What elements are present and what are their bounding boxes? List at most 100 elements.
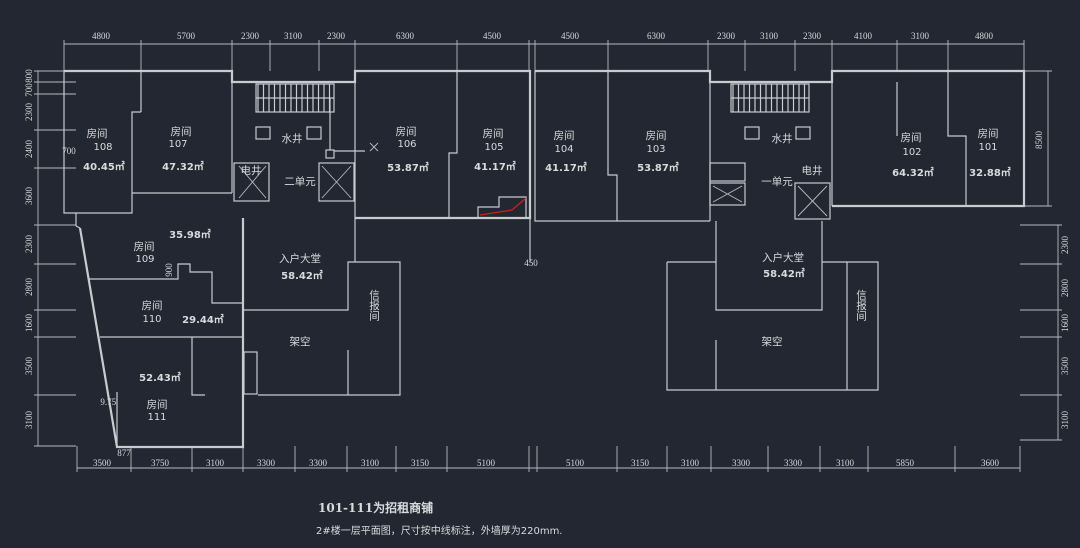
room-number: 109 — [135, 254, 154, 265]
room-109: 房间 109 35.98㎡ — [134, 228, 211, 265]
dim-label: 6300 — [647, 31, 666, 41]
room-area: 29.44㎡ — [182, 313, 224, 326]
dim-label: 2300 — [241, 31, 260, 41]
overhead-label: 架空 — [762, 335, 783, 348]
mailroom-label: 信报间 — [855, 289, 867, 321]
dim-label: 2300 — [24, 235, 34, 254]
dim-label: 3750 — [151, 458, 170, 468]
right-dimensions: 8500 2300 2800 1600 3500 3100 — [1034, 131, 1070, 430]
dim-label: 2300 — [803, 31, 822, 41]
room-label: 房间 — [87, 127, 108, 140]
room-label: 房间 — [901, 131, 922, 144]
dim-label: 5850 — [896, 458, 915, 468]
mailroom-label: 信报间 — [368, 289, 380, 321]
dim-label: 3100 — [760, 31, 779, 41]
room-110: 房间 110 29.44㎡ — [142, 299, 224, 326]
dim-877: 877 — [117, 448, 131, 458]
room-number: 110 — [142, 314, 161, 325]
room-number: 104 — [554, 144, 573, 155]
core-right: 水井 电井 一单元 入户大堂 58.42㎡ 架空 信报间 — [761, 132, 867, 348]
bottom-dimensions: 3500 3750 3100 3300 3300 3100 3150 5100 … — [93, 458, 1000, 468]
dim-label: 4100 — [854, 31, 873, 41]
room-area: 47.32㎡ — [162, 160, 204, 173]
dim-label: 5100 — [477, 458, 496, 468]
stair-right — [730, 83, 811, 140]
dim-label: 6300 — [396, 31, 415, 41]
room-area: 35.98㎡ — [169, 228, 211, 241]
room-number: 108 — [93, 142, 112, 153]
room-area: 41.17㎡ — [474, 160, 516, 173]
room-number: 103 — [646, 144, 665, 155]
plan-title: 101-111为招租商铺 — [318, 500, 433, 515]
dim-label: 3100 — [284, 31, 303, 41]
room-111: 房间 111 52.43㎡ — [139, 371, 181, 423]
room-number: 111 — [147, 412, 166, 423]
room-number: 106 — [397, 139, 416, 150]
dim-label: 4800 — [975, 31, 994, 41]
room-label: 房间 — [554, 129, 575, 142]
room-area: 32.88㎡ — [969, 166, 1011, 179]
dim-label: 3600 — [24, 187, 34, 206]
room-area: 41.17㎡ — [545, 161, 587, 174]
lobby-area: 58.42㎡ — [281, 269, 323, 282]
dim-label: 2400 — [24, 140, 34, 159]
room-label: 房间 — [147, 398, 168, 411]
room-number: 102 — [902, 147, 921, 158]
water-shaft-label: 水井 — [772, 132, 793, 145]
walls — [63, 69, 1026, 449]
dim-label: 2300 — [717, 31, 736, 41]
overhead-label: 架空 — [290, 335, 311, 348]
lobby-area: 58.42㎡ — [763, 267, 805, 280]
room-number: 105 — [484, 142, 503, 153]
dim-label: 3600 — [981, 458, 1000, 468]
room-101: 房间 101 32.88㎡ — [969, 127, 1011, 179]
elevator-left-1 — [233, 162, 270, 202]
room-number: 101 — [978, 142, 997, 153]
electric-shaft-label: 电井 — [802, 164, 823, 177]
dim-label: 3100 — [206, 458, 225, 468]
dim-label: 4500 — [561, 31, 580, 41]
dim-label: 3150 — [631, 458, 650, 468]
misc-dimensions: 700 900 450 877 9.75' — [62, 146, 538, 458]
dim-label: 800 — [24, 69, 34, 83]
dim-label: 3500 — [93, 458, 112, 468]
angle-label: 9.75' — [100, 397, 118, 407]
dim-label: 3100 — [1060, 411, 1070, 430]
electric-shaft-label: 电井 — [241, 164, 262, 177]
room-label: 房间 — [142, 299, 163, 312]
room-label: 房间 — [396, 125, 417, 138]
room-104: 房间 104 41.17㎡ — [545, 129, 587, 174]
unit-2-label: 二单元 — [284, 176, 316, 188]
room-108: 房间 108 40.45㎡ — [83, 127, 125, 173]
top-dimensions: 4800 5700 2300 3100 2300 6300 4500 4500 … — [92, 31, 994, 41]
room-106: 房间 106 53.87㎡ — [387, 125, 429, 174]
room-area: 40.45㎡ — [83, 160, 125, 173]
room-label: 房间 — [646, 129, 667, 142]
lobby-label: 入户大堂 — [762, 251, 804, 264]
dim-label: 2300 — [1060, 236, 1070, 255]
core-left: 水井 电井 二单元 入户大堂 58.42㎡ 架空 信报间 — [241, 132, 381, 348]
dim-label: 1600 — [1060, 314, 1070, 333]
dim-label: 3500 — [24, 357, 34, 376]
room-107: 房间 107 47.32㎡ — [162, 125, 204, 173]
dim-label: 3100 — [361, 458, 380, 468]
dim-label: 3100 — [836, 458, 855, 468]
room-102: 房间 102 64.32㎡ — [892, 131, 934, 179]
dim-label: 1600 — [24, 314, 34, 333]
elevator-right-1 — [709, 182, 746, 206]
unit-1-label: 一单元 — [761, 176, 793, 188]
room-105: 房间 105 41.17㎡ — [474, 127, 516, 173]
dim-label: 8500 — [1034, 131, 1044, 150]
dim-450: 450 — [524, 258, 538, 268]
room-103: 房间 103 53.87㎡ — [637, 129, 679, 174]
room-area: 52.43㎡ — [139, 371, 181, 384]
dim-label: 5700 — [177, 31, 196, 41]
dim-label: 3300 — [732, 458, 751, 468]
dim-label: 3100 — [681, 458, 700, 468]
dim-label: 2300 — [24, 103, 34, 122]
stair-left — [255, 83, 335, 140]
room-label: 房间 — [134, 240, 155, 253]
dim-700: 700 — [62, 146, 76, 156]
room-label: 房间 — [978, 127, 999, 140]
